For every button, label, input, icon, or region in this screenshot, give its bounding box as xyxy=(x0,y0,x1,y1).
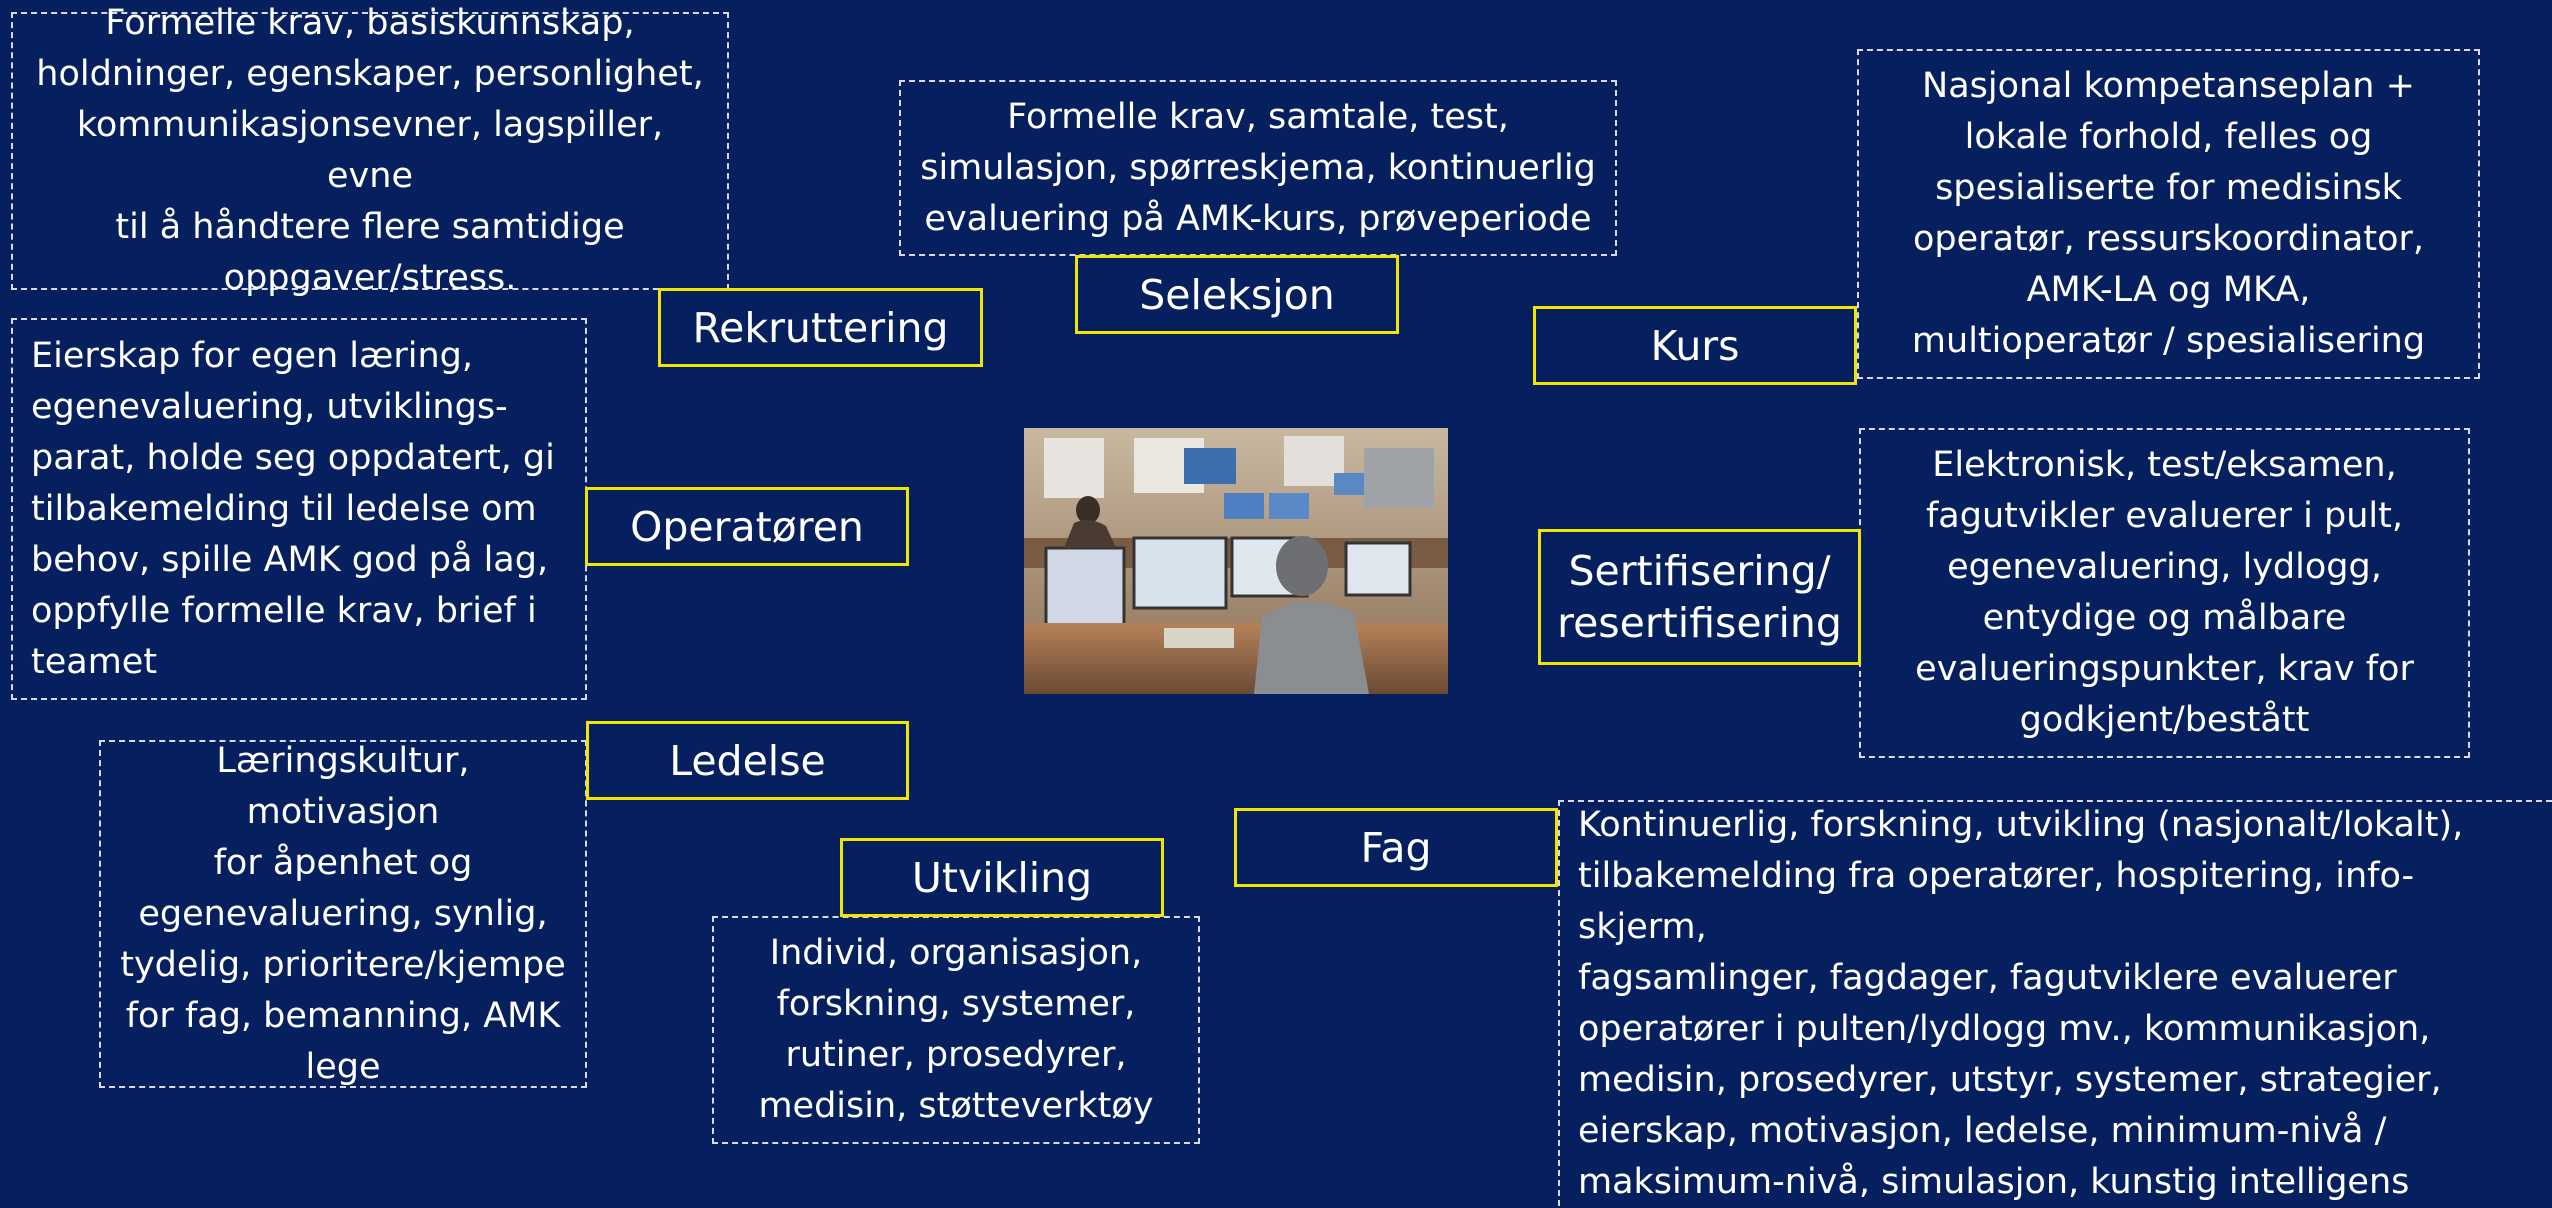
fag-note: Kontinuerlig, forskning, utvikling (nasj… xyxy=(1558,800,2552,1206)
operatoren-note: Eierskap for egen læring, egenevaluering… xyxy=(11,318,587,700)
ledelse-label: Ledelse xyxy=(586,721,909,800)
sertifisering-note: Elektronisk, test/eksamen, fagutvikler e… xyxy=(1859,428,2470,758)
utvikling-label: Utvikling xyxy=(840,838,1164,917)
sertifisering-label: Sertifisering/ resertifisering xyxy=(1538,529,1861,665)
kurs-label: Kurs xyxy=(1533,306,1857,385)
kurs-note: Nasjonal kompetanseplan + lokale forhold… xyxy=(1857,49,2480,379)
rekruttering-note: Formelle krav, basiskunnskap, holdninger… xyxy=(11,3,729,298)
seleksjon-note: Formelle krav, samtale, test, simulasjon… xyxy=(899,80,1617,256)
fag-label: Fag xyxy=(1234,808,1558,887)
utvikling-note: Individ, organisasjon, forskning, system… xyxy=(712,916,1200,1144)
seleksjon-label: Seleksjon xyxy=(1075,255,1399,334)
ledelse-note: Læringskultur, motivasjon for åpenhet og… xyxy=(99,740,587,1088)
operatoren-label: Operatøren xyxy=(585,487,909,566)
rekruttering-label: Rekruttering xyxy=(658,288,983,367)
dispatch-center-photo xyxy=(1024,428,1448,694)
